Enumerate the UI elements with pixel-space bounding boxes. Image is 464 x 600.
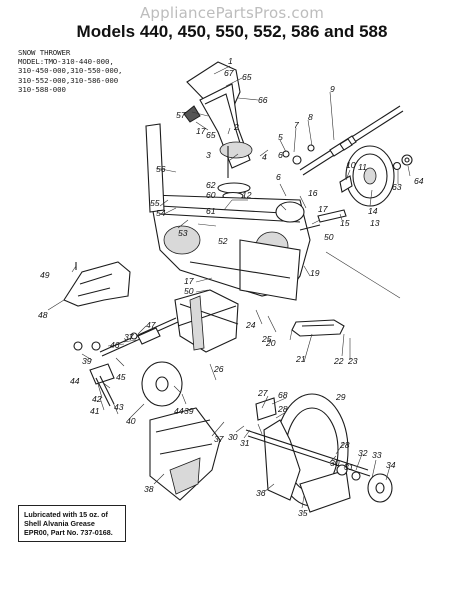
callout-label: 11	[358, 162, 367, 172]
side-cover	[63, 261, 131, 307]
callout-label: 21	[295, 354, 306, 364]
callout-label: 14	[368, 206, 378, 216]
diagram-title: Models 440, 450, 550, 552, 586 and 588	[76, 22, 388, 41]
watermark-text: AppliancePartsPros.com	[139, 4, 325, 22]
callout-label: 20	[265, 338, 276, 348]
left-auger	[141, 361, 221, 501]
callout-label: 44	[70, 376, 80, 386]
callout-label: 23	[347, 356, 358, 366]
callout-label: 66	[258, 95, 268, 105]
callout-label: 45	[116, 372, 126, 382]
callout-label: 17	[184, 276, 195, 286]
callout-label: 44	[174, 406, 184, 416]
lubrication-note: Lubricated with 15 oz. of Shell Alvania …	[18, 505, 126, 542]
callout-label: 10	[346, 160, 356, 170]
callout-label: 35	[298, 508, 308, 518]
callout-label: 64	[414, 176, 424, 186]
callout-label: 67	[224, 68, 235, 78]
callout-label: 34	[386, 460, 396, 470]
model-list: SNOW THROWER MODEL:TMO-310-440-000, 310-…	[18, 48, 122, 94]
callout-label: 50	[324, 232, 334, 242]
callout-label: 52	[218, 236, 228, 246]
callout-label: 53	[178, 228, 188, 238]
callout-label: 8	[308, 112, 313, 122]
callout-label: 9	[330, 84, 335, 94]
callout-label: 31	[344, 462, 354, 472]
callout-label: 30	[330, 458, 340, 468]
callout-label: 28	[339, 440, 350, 450]
callout-label: 63	[392, 182, 402, 192]
callout-label: 17	[318, 204, 329, 214]
callout-label: 1	[228, 56, 233, 66]
callout-label: 28	[277, 404, 288, 414]
callout-label: 13	[370, 218, 380, 228]
chute-assembly	[183, 61, 253, 201]
callout-label: 68	[278, 390, 288, 400]
callout-label: 65	[206, 130, 216, 140]
callout-label: 38	[144, 484, 154, 494]
auger-gearbox	[73, 332, 138, 407]
callout-label: 55	[150, 198, 160, 208]
auger-shaft	[282, 105, 404, 176]
callout-label: 54	[156, 208, 166, 218]
callout-labels: 1 67 65 66 57 17 65 2 9 8 7 5 6 4 3 10 1…	[38, 56, 424, 518]
model-line: 310-588-000	[18, 84, 66, 94]
leader-lines	[47, 65, 411, 509]
callout-label: 46	[110, 340, 120, 350]
callout-label: 29	[335, 392, 346, 402]
callout-label: 57	[176, 110, 187, 120]
model-line: SNOW THROWER	[18, 48, 71, 57]
model-line: 310-552-000,310-586-000	[18, 75, 119, 85]
callout-label: 19	[310, 268, 320, 278]
callout-label: 15	[340, 218, 350, 228]
callout-label: 26	[213, 364, 224, 374]
callout-label: 25	[261, 334, 272, 344]
model-line: MODEL:TMO-310-440-000,	[18, 57, 114, 67]
callout-label: 42	[92, 394, 102, 404]
callout-label: 37	[124, 332, 135, 342]
callout-label: 4	[262, 152, 267, 162]
model-line: 310-450-000,310-550-000,	[18, 66, 123, 76]
callout-label: 60	[206, 190, 216, 200]
callout-label: 27	[257, 388, 269, 398]
callout-label: 40	[126, 416, 136, 426]
callout-label: 16	[308, 188, 318, 198]
right-auger	[245, 393, 393, 513]
callout-label: 65	[242, 72, 252, 82]
callout-label: 22	[333, 356, 344, 366]
callout-label: 5	[278, 132, 283, 142]
callout-label: 41	[90, 406, 100, 416]
callout-label: 7	[294, 120, 300, 130]
callout-label: 62	[206, 180, 216, 190]
callout-label: 32	[358, 448, 368, 458]
callout-label: 39	[184, 406, 194, 416]
callout-label: 6	[278, 150, 283, 160]
callout-label: 33	[372, 450, 382, 460]
callout-label: 31	[240, 438, 250, 448]
callout-label: 6	[276, 172, 281, 182]
callout-label: 37	[214, 434, 225, 444]
callout-label: 56	[156, 164, 166, 174]
callout-label: 36	[256, 488, 266, 498]
drive-belt	[291, 319, 345, 337]
callout-label: 50	[184, 286, 194, 296]
callout-label: 24	[245, 320, 256, 330]
callout-label: 48	[38, 310, 48, 320]
callout-label: 3	[206, 150, 211, 160]
auger-housing	[145, 123, 347, 301]
callout-label: 61	[206, 206, 216, 216]
callout-label: 39	[82, 356, 92, 366]
callout-label: 12	[242, 190, 252, 200]
callout-label: 47	[146, 320, 157, 330]
callout-label: 43	[114, 402, 124, 412]
callout-label: 30	[228, 432, 238, 442]
drive-pulley	[339, 145, 413, 207]
callout-label: 17	[196, 126, 207, 136]
callout-label: 2	[233, 122, 239, 132]
callout-label: 49	[40, 270, 50, 280]
impeller	[99, 289, 239, 357]
